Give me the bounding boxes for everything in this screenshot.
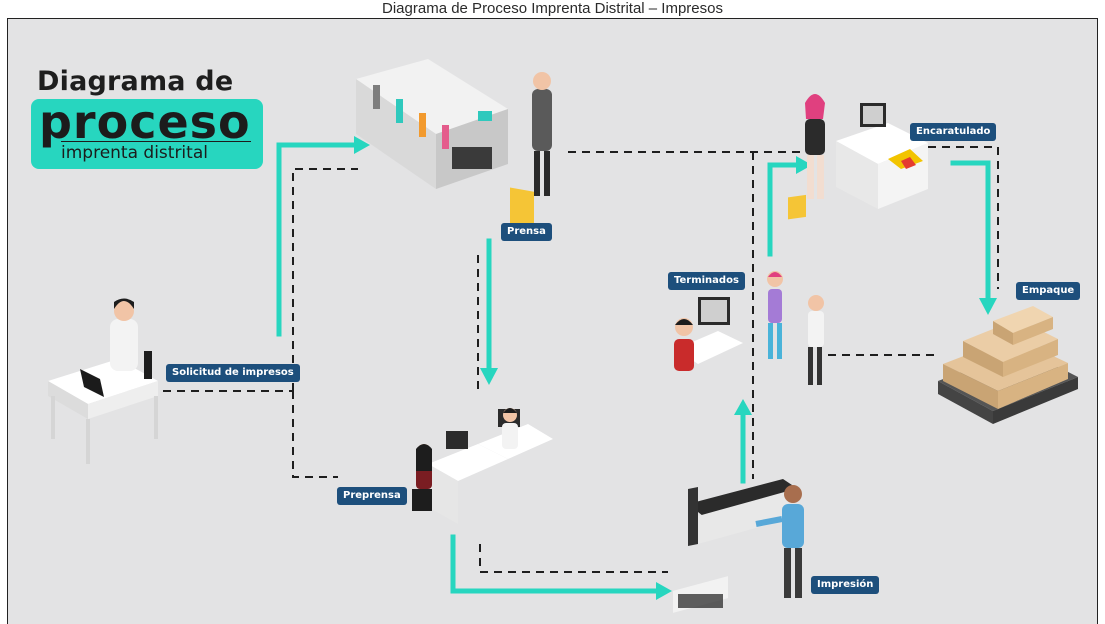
arrowhead-encaratulado [796,156,812,174]
label-prensa: Prensa [501,223,552,241]
arrow-preprensa-to-impresion [450,534,661,594]
arrow-encaratulado-to-empaque [950,160,991,302]
label-impresion: Impresión [811,576,880,594]
dashed-solicitud-up [292,168,358,391]
title-underline [61,141,251,142]
arrow-heads [354,136,997,600]
title-box: proceso imprenta distrital [31,95,263,169]
terminados-illustration [674,194,824,385]
empaque-illustration [938,306,1078,424]
title-line-1: Diagrama de [37,66,234,97]
label-empaque: Empaque [1016,282,1081,300]
prensa-illustration [356,59,552,238]
preprensa-illustration [412,408,553,524]
title-line-3: imprenta distrital [61,143,208,163]
arrowhead-impresion [656,582,672,600]
diagram-title: Diagrama de proceso imprenta distrital [31,67,263,169]
label-preprensa: Preprensa [337,487,407,505]
arrowhead-terminados [734,399,752,415]
diagram-canvas: Diagrama de proceso imprenta distrital S… [7,18,1098,624]
dashed-encaratulado-empaque [928,146,999,289]
solicitud-illustration [48,298,158,464]
impresion-illustration [673,479,804,613]
arrow-solicitud-to-prensa [276,142,359,337]
label-terminados: Terminados [668,272,745,290]
dashed-to-preprensa [292,391,338,478]
title-line-2: proceso [39,95,251,149]
dashed-connectors [163,146,999,573]
label-encaratulado: Encaratulado [910,123,997,141]
label-solicitud: Solicitud de impresos [166,364,300,382]
encaratulado-illustration [805,94,928,209]
arrowhead-prensa [354,136,370,154]
arrowhead-preprensa [480,368,498,385]
arrowhead-empaque [979,298,997,315]
dashed-preprensa-impresion [479,544,668,573]
top-caption: Diagrama de Proceso Imprenta Distrital –… [382,0,723,17]
arrow-terminados-to-encaratulado [767,162,801,257]
flow-diagram [48,59,1078,613]
teal-arrows [276,142,991,594]
